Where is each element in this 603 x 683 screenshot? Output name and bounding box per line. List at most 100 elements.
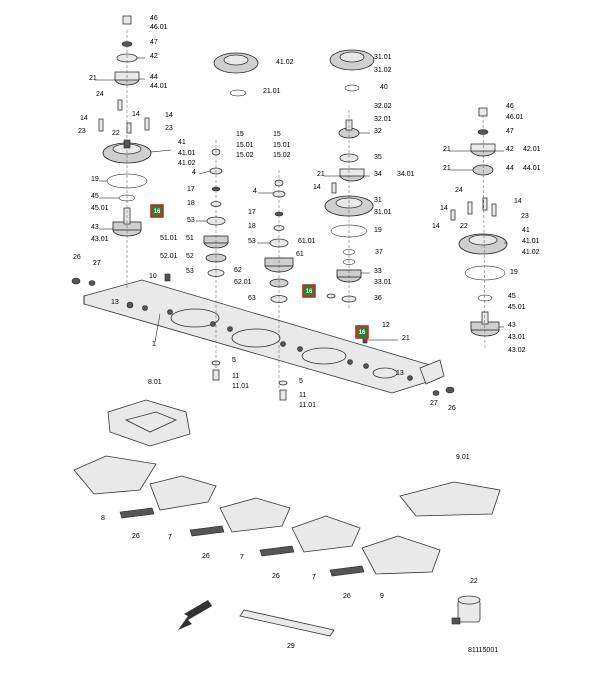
part-number-label: 15.02 — [273, 152, 291, 159]
part-number-label: 15 — [273, 131, 281, 138]
part-number-label: 45.01 — [508, 304, 526, 311]
part-number-label: 31.02 — [374, 67, 392, 74]
part-number-label: 1 — [152, 341, 156, 348]
part-number-label: 62 — [234, 267, 242, 274]
part-number-label: 23 — [521, 213, 529, 220]
part-number-label: 14 — [313, 184, 321, 191]
part-number-label: 26 — [448, 405, 456, 412]
highlight-marker-box — [355, 325, 369, 339]
part-number-label: 8 — [101, 515, 105, 522]
right-gear-stack — [432, 107, 508, 396]
part-number-label: 21.01 — [263, 88, 281, 95]
part-number-label: 24 — [96, 91, 104, 98]
part-number-label: 42 — [150, 53, 158, 60]
part-number-label: 19 — [374, 227, 382, 234]
part-number-label: 5 — [299, 378, 303, 385]
part-number-label: 41.01 — [522, 238, 540, 245]
part-number-label: 23 — [78, 128, 86, 135]
part-number-label: 17 — [248, 209, 256, 216]
part-number-label: 31.01 — [374, 209, 392, 216]
bottom-parts — [178, 595, 481, 637]
part-number-label: 13 — [111, 299, 119, 306]
highlight-marker-label: 16 — [154, 209, 161, 215]
part-number-label: 45 — [91, 193, 99, 200]
part-number-label: 4 — [253, 188, 257, 195]
part-number-label: 17 — [187, 186, 195, 193]
part-number-label: 63 — [248, 295, 256, 302]
part-number-label: 31 — [374, 197, 382, 204]
part-number-label: 44.01 — [150, 83, 168, 90]
part-number-label: 36 — [374, 295, 382, 302]
part-number-label: 33 — [374, 268, 382, 275]
part-number-label: 45.01 — [91, 205, 109, 212]
part-number-label: 40 — [380, 84, 388, 91]
part-number-label: 26 — [202, 553, 210, 560]
part-number-label: 29 — [287, 643, 295, 650]
part-number-label: 42 — [506, 146, 514, 153]
part-number-label: 43.01 — [91, 236, 109, 243]
top-discs — [213, 49, 375, 97]
part-number-label: 44 — [506, 165, 514, 172]
part-number-label: 15 — [236, 131, 244, 138]
part-number-label: 43.02 — [508, 347, 526, 354]
part-number-label: 44.01 — [523, 165, 541, 172]
part-number-label: 7 — [312, 574, 316, 581]
part-number-label: 33.01 — [374, 279, 392, 286]
highlight-marker-label: 16 — [359, 330, 366, 336]
part-number-label: 8.01 — [148, 379, 162, 386]
part-number-label: 5 — [232, 357, 236, 364]
part-number-label: 21 — [402, 335, 410, 342]
part-number-label: 13 — [396, 370, 404, 377]
part-number-label: 18 — [187, 200, 195, 207]
highlight-marker-box — [302, 284, 316, 298]
part-number-label: 26 — [272, 573, 280, 580]
part-number-label: 14 — [165, 112, 173, 119]
part-number-label: 4 — [192, 169, 196, 176]
highlight-marker-box — [150, 204, 164, 218]
part-number-label: 34.01 — [397, 171, 415, 178]
part-number-label: 43.01 — [508, 334, 526, 341]
part-number-label: 62.01 — [234, 279, 252, 286]
part-number-label: 14 — [432, 223, 440, 230]
part-number-label: 19 — [91, 176, 99, 183]
part-number-label: 34 — [374, 171, 382, 178]
part-number-label: 32.02 — [374, 103, 392, 110]
part-number-label: 41.02 — [276, 59, 294, 66]
part-number-label: 41 — [522, 227, 530, 234]
part-number-label: 21 — [443, 165, 451, 172]
part-number-label: 43 — [91, 224, 99, 231]
part-number-label: 52.01 — [160, 253, 178, 260]
part-number-label: 53 — [187, 217, 195, 224]
part-number-label: 11 — [232, 373, 239, 380]
main-frame-bar — [83, 279, 445, 394]
part-number-label: 52 — [186, 253, 194, 260]
part-number-label: 21 — [89, 75, 97, 82]
part-number-label: 53 — [186, 268, 194, 275]
part-number-label: 15.01 — [236, 142, 254, 149]
part-number-label: 41.01 — [178, 150, 196, 157]
part-number-label: 44 — [150, 74, 158, 81]
part-number-label: 18 — [248, 223, 256, 230]
part-number-label: 41.02 — [522, 249, 540, 256]
part-number-label: 14 — [514, 198, 522, 205]
skids — [73, 399, 501, 577]
part-number-label: 32.01 — [374, 116, 392, 123]
part-number-label: 31.01 — [374, 54, 392, 61]
part-number-label: 51 — [186, 235, 194, 242]
right-center-stack — [324, 110, 374, 344]
part-number-label: 37 — [375, 249, 383, 256]
part-number-label: 41.02 — [178, 160, 196, 167]
part-number-label: 26 — [132, 533, 140, 540]
part-number-label: 43 — [508, 322, 516, 329]
part-number-label: 21 — [443, 146, 451, 153]
part-number-label: 41 — [178, 139, 186, 146]
leader-lines — [95, 57, 507, 343]
part-number-label: 27 — [93, 260, 101, 267]
part-number-label: 14 — [80, 115, 88, 122]
part-number-label: 7 — [240, 554, 244, 561]
center-stack — [264, 170, 294, 401]
part-number-label: 47 — [506, 128, 514, 135]
